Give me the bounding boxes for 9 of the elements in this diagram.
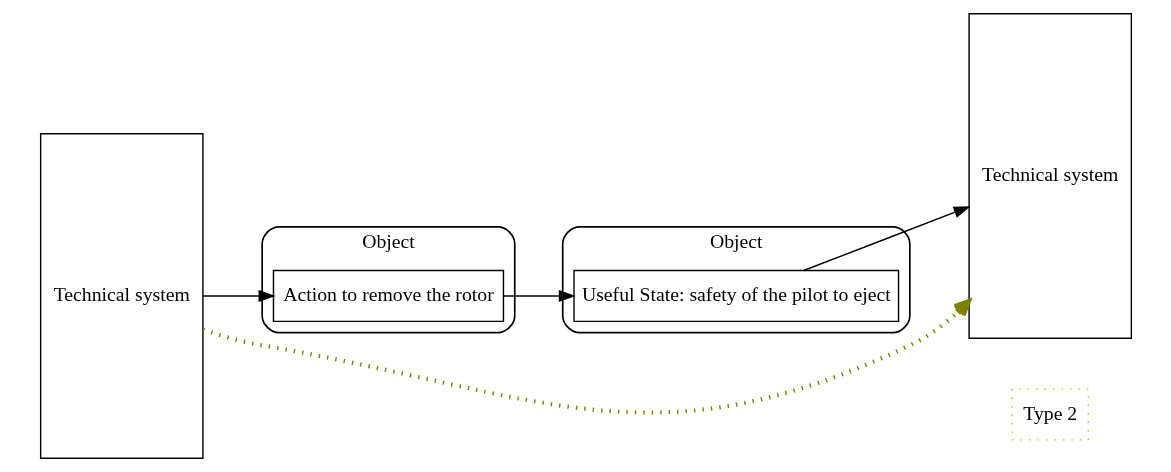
arrow [502,290,576,302]
node-box: Type 2 [1010,388,1089,441]
arrow [802,206,971,272]
node-box: Technical system [39,133,204,459]
node-box: Technical system [967,13,1132,339]
node-box: Useful State: safety of the pilot to eject [572,269,899,323]
arrow [202,298,971,415]
node-box: Action to remove the rotor [272,269,504,323]
arrow [201,290,275,302]
